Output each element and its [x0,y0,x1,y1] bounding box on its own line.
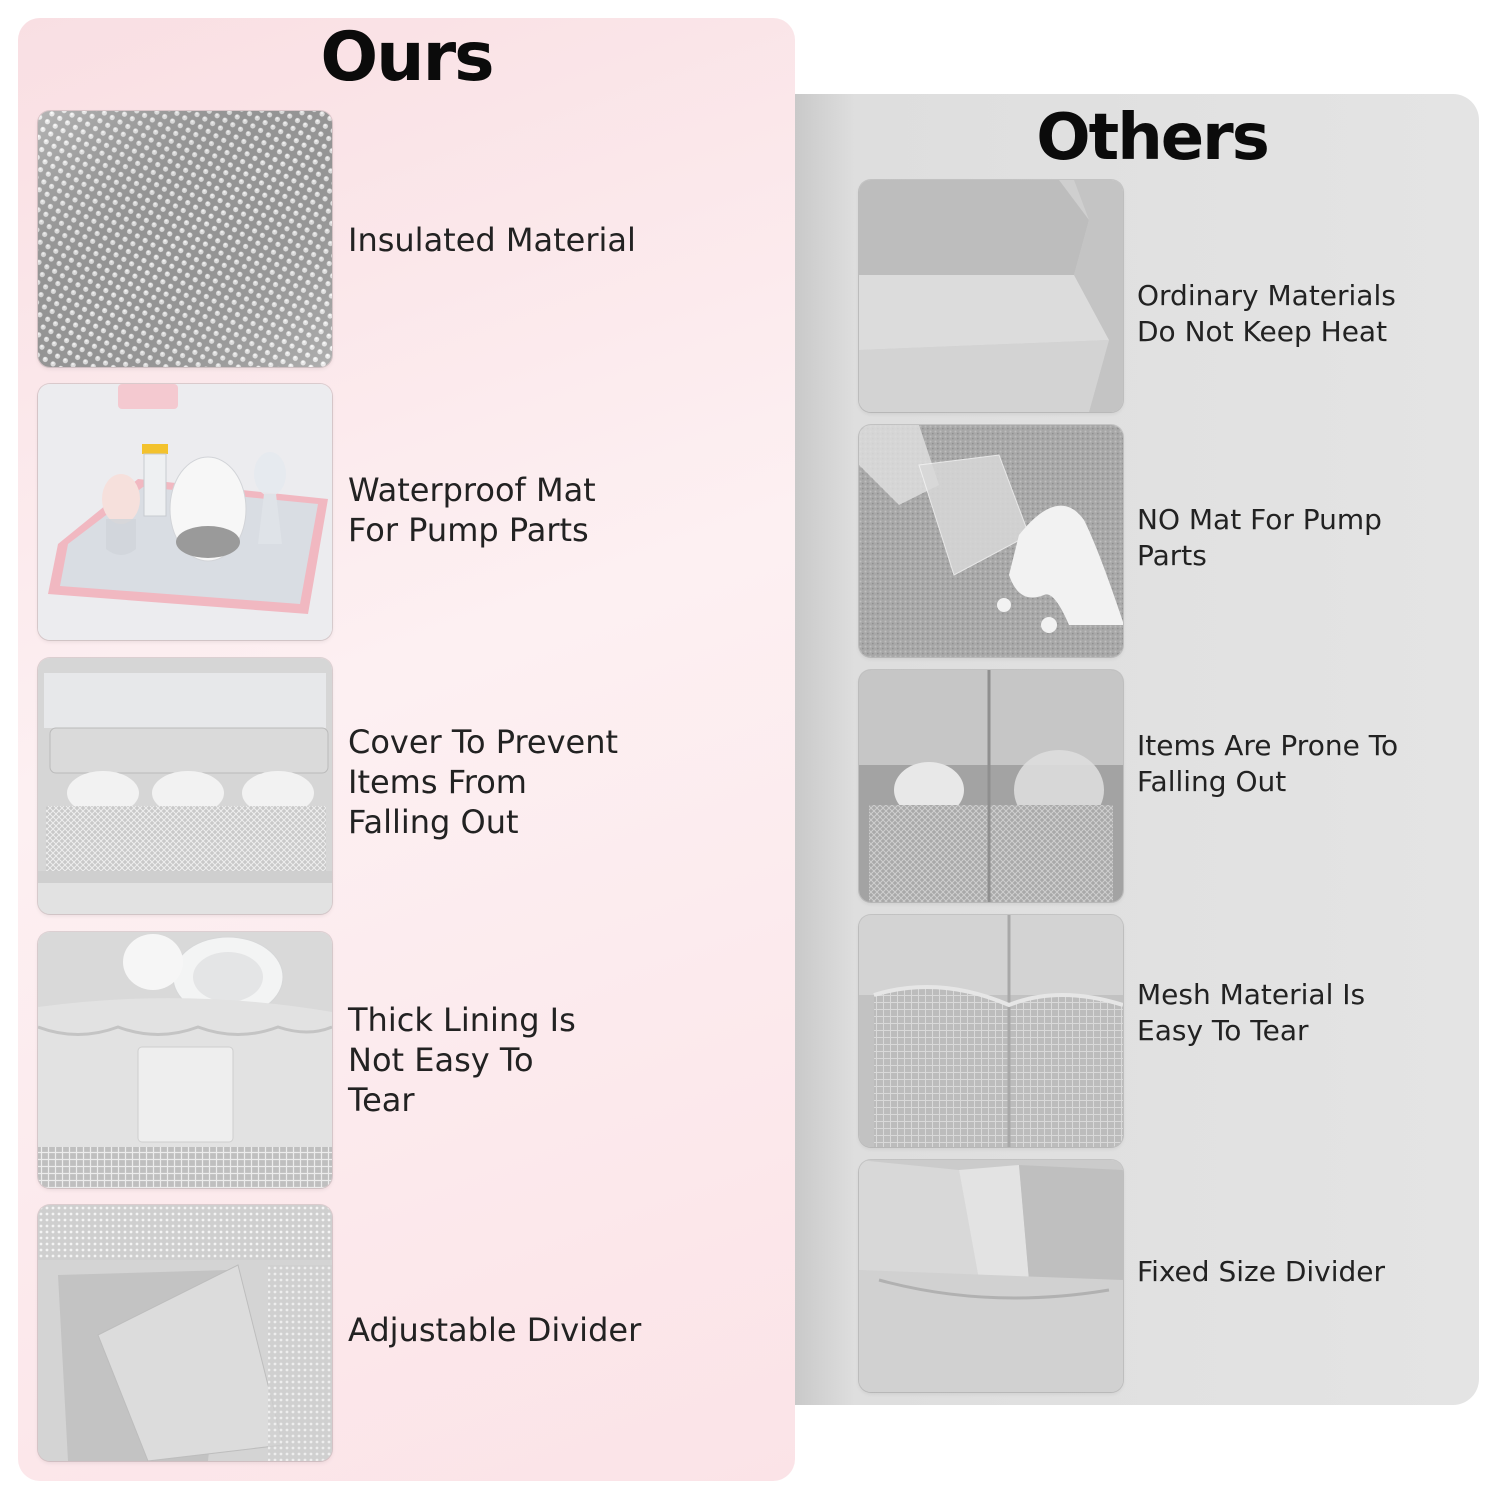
ours-caption-3: Cover To Prevent Items From Falling Out [348,723,619,841]
others-caption-3: Items Are Prone To Falling Out [1137,729,1399,798]
ours-caption-1: Insulated Material [348,221,636,259]
open-pockets-photo [859,670,1123,902]
insulated-foil-photo [38,111,332,367]
others-title: Others [1036,101,1270,175]
others-caption-5: Fixed Size Divider [1137,1255,1386,1288]
cover-photo [38,658,332,914]
ours-caption-5: Adjustable Divider [348,1311,642,1349]
ours-caption-2: Waterproof Mat For Pump Parts [348,471,596,549]
spilled-milk-photo [859,425,1123,657]
fixed-divider-photo [859,1160,1123,1392]
waterproof-mat-photo [38,384,332,640]
adjustable-divider-photo [38,1205,332,1461]
ordinary-material-photo [859,180,1123,412]
thick-lining-photo [38,932,332,1188]
mesh-pocket-photo [859,915,1123,1147]
others-caption-4: Mesh Material Is Easy To Tear [1137,978,1366,1047]
others-caption-1: Ordinary Materials Do Not Keep Heat [1137,279,1396,348]
ours-title: Ours [320,18,494,97]
others-caption-2: NO Mat For Pump Parts [1137,503,1382,572]
ours-caption-4: Thick Lining Is Not Easy To Tear [348,1001,576,1119]
